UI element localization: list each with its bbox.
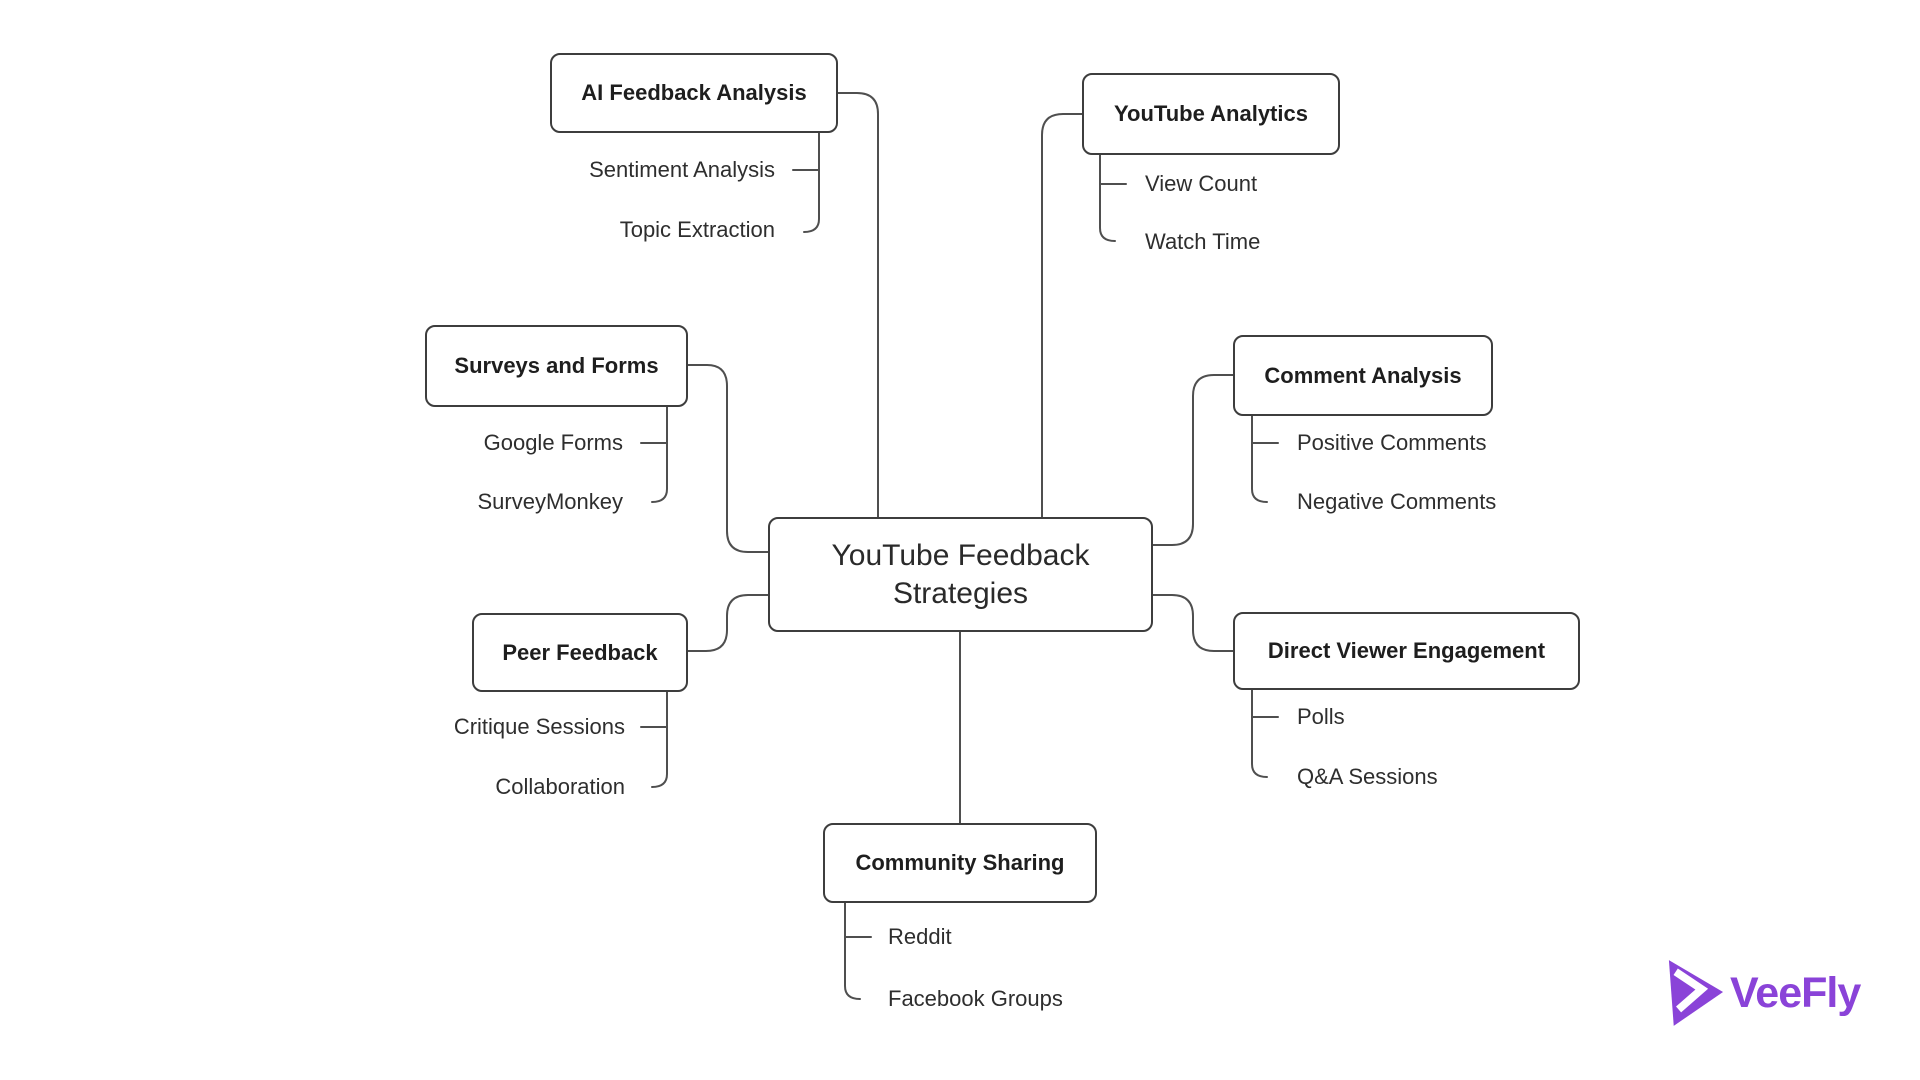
leaf-collaboration: Collaboration [495,774,625,799]
leaf-positive-comments: Positive Comments [1297,430,1487,455]
node-direct-viewer-engagement: Direct Viewer Engagement [1233,612,1580,690]
node-label: YouTube Analytics [1114,101,1308,126]
node-label: AI Feedback Analysis [581,80,807,105]
connector-community-children-rail [844,902,861,1000]
leaf-negative-comments: Negative Comments [1297,489,1497,514]
node-comment-analysis: Comment Analysis [1233,335,1493,416]
leaf-reddit: Reddit [888,924,952,949]
leaf-surveymonkey: SurveyMonkey [477,489,623,514]
leaf-watch-time: Watch Time [1145,229,1261,254]
node-label: Peer Feedback [502,639,658,665]
leaf-facebook-groups: Facebook Groups [888,986,1063,1011]
connector-ai-feedback-to-center [837,92,879,518]
leaf-topic-extraction: Topic Extraction [619,217,775,242]
leaf-qa-sessions: Q&A Sessions [1297,764,1438,789]
connector-viewer-children-rail [1251,689,1268,778]
node-label: Surveys and Forms [454,353,659,378]
node-ai-feedback-analysis: AI Feedback Analysis [550,53,838,133]
connector-surveys-to-center [687,364,769,553]
node-peer-feedback: Peer Feedback [472,613,688,692]
connector-ai-children-rail [803,132,820,233]
connector-comment-children-rail [1251,415,1268,503]
connector-analytics-children-rail [1099,154,1116,242]
connector-comment-analysis-to-center [1152,374,1234,546]
veefly-logo: VeeFly [1666,958,1861,1028]
node-label: Direct Viewer Engagement [1267,638,1546,663]
node-youtube-analytics: YouTube Analytics [1082,73,1340,155]
node-label: Comment Analysis [1264,362,1462,388]
connector-peer-feedback-to-center [687,594,769,652]
connector-youtube-analytics-to-center [1041,113,1083,518]
leaf-sentiment-analysis: Sentiment Analysis [589,157,775,182]
node-label: Community Sharing [855,850,1065,875]
central-topic-label: YouTube Feedback Strategies [831,538,1090,610]
node-central-topic: YouTube Feedback Strategies [768,517,1153,632]
node-community-sharing: Community Sharing [823,823,1097,903]
connector-surveys-children-rail [651,406,668,503]
connector-direct-viewer-to-center [1152,594,1234,652]
leaf-critique-sessions: Critique Sessions [453,714,625,739]
node-surveys-and-forms: Surveys and Forms [425,325,688,407]
leaf-polls: Polls [1297,704,1345,729]
leaf-google-forms: Google Forms [483,430,623,455]
connector-peer-children-rail [651,691,668,788]
leaf-view-count: View Count [1145,171,1258,196]
veefly-play-icon [1668,960,1724,1026]
veefly-logo-text: VeeFly [1730,969,1861,1017]
